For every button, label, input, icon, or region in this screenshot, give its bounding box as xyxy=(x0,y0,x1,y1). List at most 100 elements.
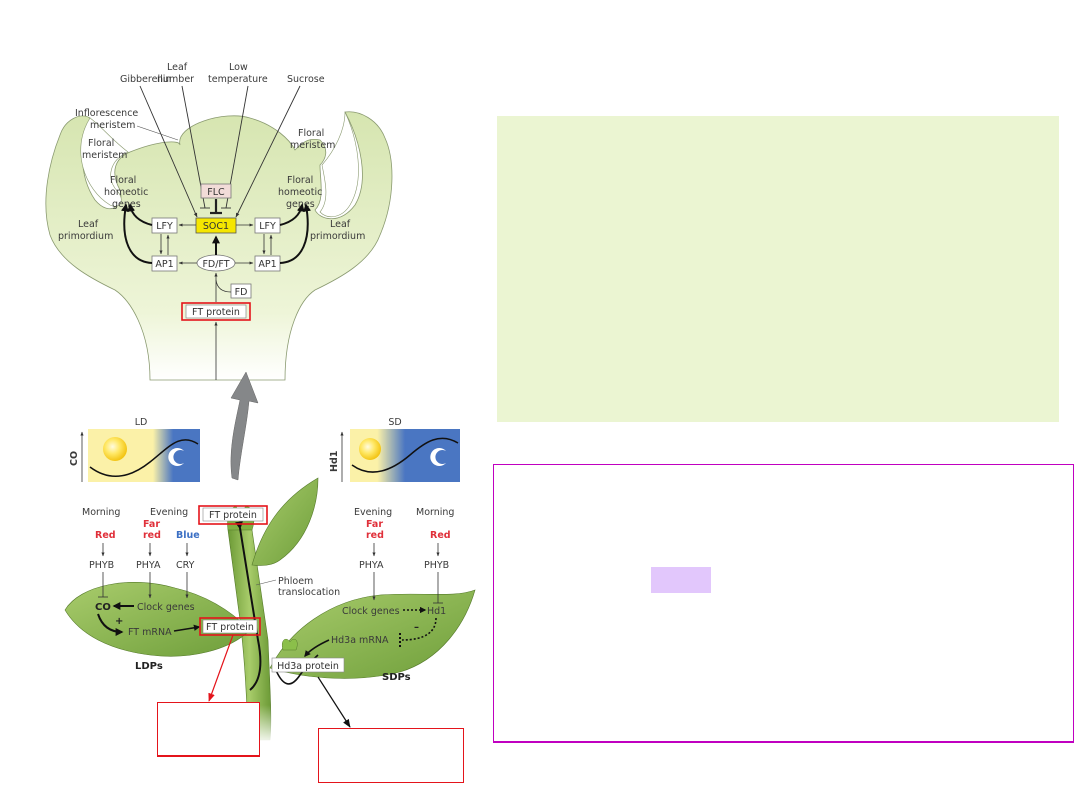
ld-co-curve xyxy=(89,439,199,478)
sdps-label: SDPs xyxy=(382,672,411,683)
lfy-right-node xyxy=(254,217,281,234)
ldp-cry-label: CRY xyxy=(176,560,195,571)
signal-labels: Gibberellin Leaf number Low temperature … xyxy=(120,62,325,85)
stem-labels: FT protein Phloem translocation xyxy=(198,505,340,598)
signal-leaf-number-2: number xyxy=(157,74,194,85)
fdft-label: FD/FT xyxy=(202,259,229,270)
regulatory-network: FLC SOC1 LFY LFY AP1 AP1 FD/FT FD FT pro… xyxy=(120,183,312,380)
floral-meristem-left-label-1: Floral xyxy=(88,138,114,149)
ap1-left-label: AP1 xyxy=(155,259,173,270)
ldps-label: LDPs xyxy=(135,661,163,672)
floral-homeotic-left-label-1: Floral xyxy=(110,175,136,186)
ldp-clock-genes-label: Clock genes xyxy=(137,602,195,613)
flc-node xyxy=(200,183,232,199)
callout-arrow-sdp xyxy=(317,676,351,728)
sd-graph-title: SD xyxy=(388,417,401,428)
fd-node xyxy=(230,283,252,299)
ap1-right-label: AP1 xyxy=(258,259,276,270)
sdp-hd3a-protein-label: Hd3a protein xyxy=(277,661,339,672)
ldp-evening-label: Evening xyxy=(150,507,188,518)
stem-ft-protein-label: FT protein xyxy=(209,510,257,521)
sdp-phya-label: PHYA xyxy=(359,560,384,571)
sdp-minus-sign: – xyxy=(414,622,419,633)
ldp-far-red-label-2: red xyxy=(143,530,161,541)
answer-panel-purple xyxy=(493,464,1074,743)
ld-graph-ylabel: CO xyxy=(69,451,80,466)
leaf-primordium-right-label-1: Leaf xyxy=(330,219,351,230)
ldp-plus-sign: + xyxy=(115,616,123,627)
signal-sucrose: Sucrose xyxy=(287,74,325,85)
ldp-ft-protein-label: FT protein xyxy=(206,622,254,633)
ap1-right-node xyxy=(254,255,281,272)
sdp-far-red-label-1: Far xyxy=(366,519,383,530)
ft-protein-leaf-highlight xyxy=(199,617,261,636)
ldp-co-label: CO xyxy=(95,602,111,613)
ldp-far-red-label-1: Far xyxy=(143,519,160,530)
floral-homeotic-left-label-2: homeotic xyxy=(104,187,148,198)
floral-homeotic-right-label-1: Floral xyxy=(287,175,313,186)
sd-graph: SD Hd1 xyxy=(329,417,460,482)
moon-icon xyxy=(430,448,446,466)
ft-protein-stem-highlight xyxy=(198,505,268,525)
sdp-phyb-label: PHYB xyxy=(424,560,449,571)
sdp-pathway: Evening Morning Far red Red PHYA PHYB Cl… xyxy=(271,507,454,683)
sun-icon xyxy=(103,437,127,461)
leaf-primordium-right-label-2: primordium xyxy=(310,231,365,242)
ft-protein-meristem-label: FT protein xyxy=(192,307,240,318)
floral-meristem-right-label-2: meristem xyxy=(290,140,335,151)
ld-graph-title: LD xyxy=(135,417,148,428)
sdp-far-red-label-2: red xyxy=(366,530,384,541)
lfy-right-label: LFY xyxy=(259,221,276,232)
signal-low-temperature-2: temperature xyxy=(208,74,268,85)
plant xyxy=(64,477,476,745)
ldp-pathway: Morning Evening Red Far red Blue PHYB PH… xyxy=(82,507,261,672)
sdp-hd1-label: Hd1 xyxy=(427,606,446,617)
sdp-evening-label: Evening xyxy=(354,507,392,518)
phloem-label-2: translocation xyxy=(278,587,340,598)
ld-graph: LD CO xyxy=(69,417,200,482)
signal-leaf-number-1: Leaf xyxy=(167,62,188,73)
lfy-left-label: LFY xyxy=(156,221,173,232)
ldp-ft-mrna-label: FT mRNA xyxy=(128,627,172,638)
ft-protein-node xyxy=(185,304,247,319)
signal-gibberellin: Gibberellin xyxy=(120,74,171,85)
floral-homeotic-right-label-2: homeotic xyxy=(278,187,322,198)
ldp-morning-label: Morning xyxy=(82,507,120,518)
ldp-leaf xyxy=(64,582,251,657)
ap1-left-node xyxy=(151,255,178,272)
shoot-apical-meristem xyxy=(45,111,393,381)
sd-graph-ylabel: Hd1 xyxy=(329,451,340,472)
translocation-arrow-icon xyxy=(230,371,259,481)
phloem-label-1: Phloem xyxy=(278,576,313,587)
fd-label: FD xyxy=(235,287,248,298)
leaf-primordium-left-label-1: Leaf xyxy=(78,219,99,230)
highlight-chip xyxy=(651,567,711,593)
flc-label: FLC xyxy=(207,187,225,198)
ldp-red-light-label: Red xyxy=(95,530,116,541)
ldp-phya-label: PHYA xyxy=(136,560,161,571)
inflorescence-meristem-label-2: meristem xyxy=(90,120,135,131)
ldp-blue-light-label: Blue xyxy=(176,530,200,541)
ldp-answer-box xyxy=(157,702,260,757)
callout-arrow-ldp xyxy=(208,634,234,702)
answer-panel-green xyxy=(497,116,1059,422)
sd-hd1-curve xyxy=(351,437,459,473)
young-leaf xyxy=(251,477,319,566)
ft-protein-highlight xyxy=(181,302,251,321)
sdp-hd3a-mrna-label: Hd3a mRNA xyxy=(331,635,389,646)
inflorescence-meristem-label-1: Inflorescence xyxy=(75,108,138,119)
sdp-answer-box xyxy=(318,728,464,783)
signal-low-temperature-1: Low xyxy=(229,62,248,73)
moon-icon xyxy=(168,448,184,466)
soc1-label: SOC1 xyxy=(203,221,229,232)
sdp-red-light-label: Red xyxy=(430,530,451,541)
floral-meristem-right-label-1: Floral xyxy=(298,128,324,139)
phloem-path xyxy=(235,521,262,691)
sdp-morning-label: Morning xyxy=(416,507,454,518)
sdp-clock-genes-label: Clock genes xyxy=(342,606,400,617)
leaf-primordium-left-label-2: primordium xyxy=(58,231,113,242)
soc1-node xyxy=(195,217,237,234)
sun-icon xyxy=(359,438,381,460)
ldp-phyb-label: PHYB xyxy=(89,560,114,571)
